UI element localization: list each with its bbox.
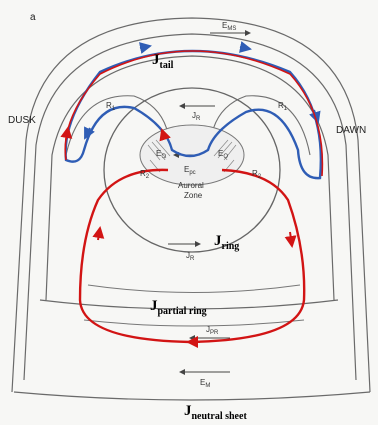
outer-boundary-inner-line <box>24 34 356 380</box>
jr-top-label: JR <box>192 111 201 122</box>
j-ring-label: Jring <box>214 233 239 252</box>
partial-ring-top-line <box>88 285 300 293</box>
r1-right-label: R1 <box>278 101 288 112</box>
ems-label: EMS <box>222 21 236 32</box>
auroral-zone-line2: Zone <box>184 191 203 200</box>
outer-boundary-line <box>12 18 370 392</box>
jr-bottom-label: JR <box>186 251 195 262</box>
auroral-zone-line1: Auroral <box>178 181 204 190</box>
partial-ring-bottom-line <box>84 320 304 326</box>
j-tail-label: Jtail <box>152 52 174 71</box>
j-partial-ring-label: Jpartial ring <box>150 298 207 317</box>
jpr-label: JPR <box>206 325 219 336</box>
tail-arrow-2 <box>240 47 250 49</box>
neutral-sheet-bottom-line <box>14 392 370 400</box>
dusk-label: DUSK <box>8 115 36 126</box>
em-label: EM <box>200 378 210 389</box>
dawn-label: DAWN <box>336 125 366 136</box>
tail-arrow-1 <box>140 46 150 48</box>
j-neutral-sheet-label: Jneutral sheet <box>184 403 247 422</box>
panel-label: a <box>30 12 36 23</box>
red-arrow-right <box>290 232 292 246</box>
r2-right-label: R2 <box>252 169 262 180</box>
red-arrow-left <box>98 228 100 240</box>
